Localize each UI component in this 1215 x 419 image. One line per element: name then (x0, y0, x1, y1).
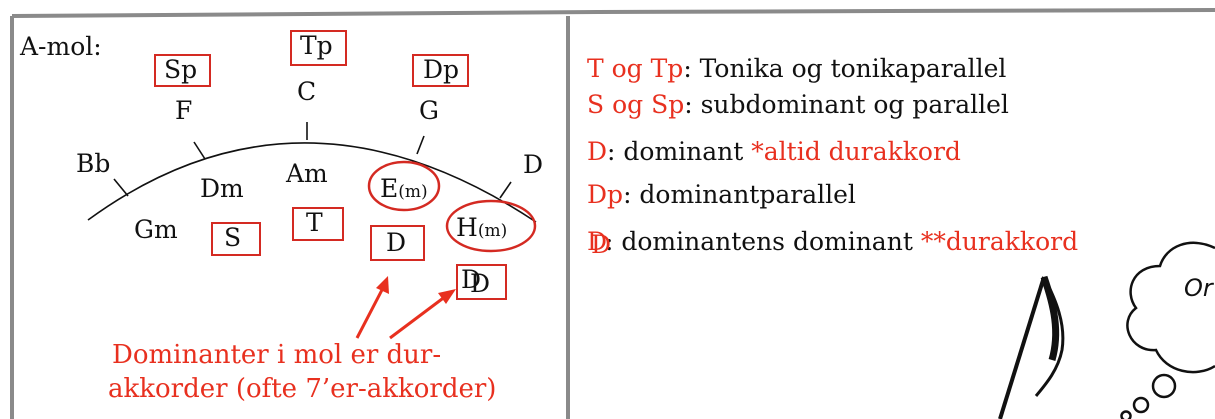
legend-note-5: **durakkord (920, 227, 1079, 256)
legend-sym-dd-a: D (587, 227, 608, 256)
box-s (211, 222, 261, 256)
chord-dm: Dm (200, 174, 244, 203)
chord-arc (87, 142, 537, 223)
box-d (370, 225, 425, 261)
tick-g (416, 135, 425, 155)
legend-sym-dp: Dp (587, 180, 624, 209)
tick-d (499, 181, 512, 199)
chord-d-major: D (523, 150, 544, 179)
label-tp: Tp (300, 31, 333, 60)
box-t (292, 207, 344, 241)
chord-bb: Bb (76, 149, 111, 178)
chord-gm: Gm (134, 215, 178, 244)
thought-dot-small (1120, 410, 1132, 419)
legend-sym-dd-b: D (591, 230, 612, 259)
legend-sym-t-tp: T og Tp (587, 54, 684, 83)
label-dd-a: D (461, 265, 482, 294)
legend-text-5: : dominantens dominant (605, 227, 921, 256)
label-d: D (386, 228, 407, 257)
label-dd-b: D (470, 269, 491, 298)
note-stem (998, 276, 1046, 419)
chord-h-root: H (456, 213, 478, 242)
thought-cloud (1126, 241, 1215, 374)
chord-e-root: E (380, 174, 399, 203)
box-tp (290, 30, 347, 66)
legend-text-3: : dominant (607, 137, 752, 166)
legend-text-1: : Tonika og tonikaparallel (683, 54, 1007, 83)
tick-f (193, 141, 206, 160)
chord-am: Am (286, 159, 328, 188)
note-line-1: Dominanter i mol er dur- (112, 340, 442, 370)
legend-row-2: S og Sp: subdominant og parallel (587, 90, 1009, 119)
box-dp (412, 54, 469, 87)
chord-f: F (175, 96, 193, 125)
label-dp: Dp (423, 55, 460, 84)
box-sp (154, 54, 211, 87)
chord-c: C (297, 77, 317, 106)
circle-h (445, 199, 537, 253)
legend-sym-d: D (587, 137, 608, 166)
legend-note-3: *altid durakkord (751, 137, 961, 166)
box-dd (456, 264, 507, 300)
chord-h-suffix: (m) (477, 221, 508, 241)
arrow-1 (355, 285, 386, 339)
tick-bb (113, 178, 129, 197)
frame-top (11, 8, 1215, 18)
key-label: A-mol: (20, 32, 102, 61)
label-s: S (224, 223, 242, 252)
legend-text-4: : dominantparallel (623, 180, 856, 209)
legend-row-3: D: dominant *altid durakkord (587, 137, 961, 166)
label-sp: Sp (164, 55, 198, 84)
chord-g: G (419, 96, 439, 125)
arrow-2 (389, 294, 447, 340)
chord-e-suffix: (m) (398, 182, 428, 202)
note-line-2: akkorder (ofte 7’er-akkorder) (108, 374, 497, 404)
circle-e (367, 160, 441, 212)
chord-h: H(m) (456, 213, 507, 242)
legend-text-2: : subdominant og parallel (684, 90, 1009, 119)
label-t: T (306, 208, 323, 237)
legend-sym-s-sp: S og Sp (587, 90, 685, 119)
thought-dot-medium (1132, 396, 1150, 414)
legend-row-4: Dp: dominantparallel (587, 180, 856, 209)
thought-text: Or (1184, 274, 1213, 302)
thought-dot-large (1151, 373, 1177, 399)
chord-e: E(m) (380, 174, 428, 203)
legend-row-1: T og Tp: Tonika og tonikaparallel (587, 54, 1006, 83)
